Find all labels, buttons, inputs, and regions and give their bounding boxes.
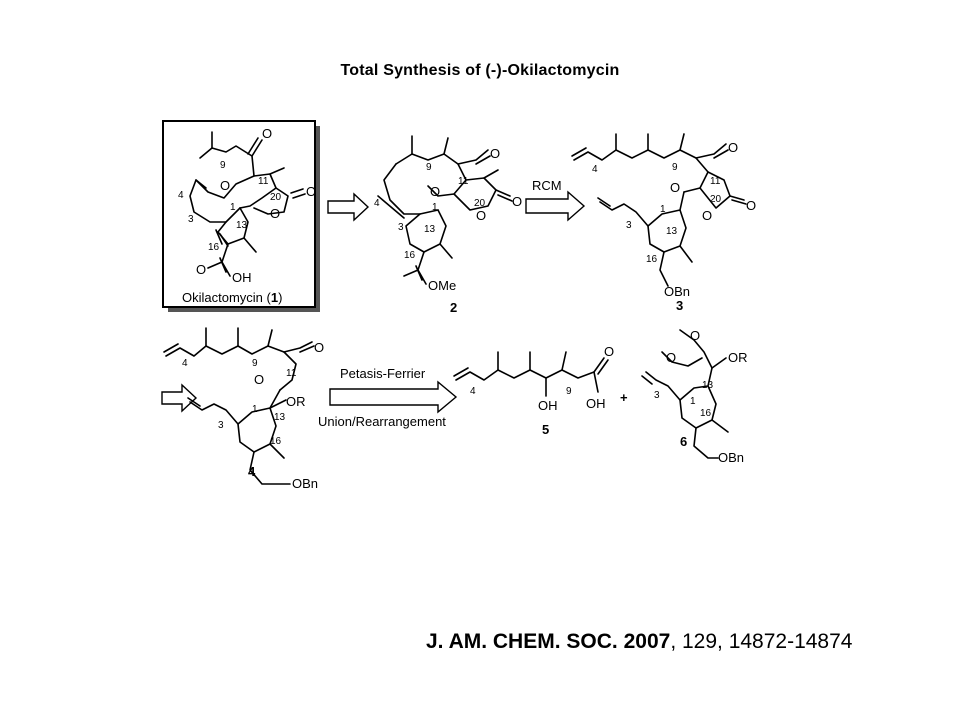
compound-6-atom-o-top: O [690, 328, 700, 343]
okilactomycin-structure: 9 11 20 4 3 1 13 16 O O O O O OH Okilact… [178, 126, 316, 305]
compound-4-atom-o-ketone: O [314, 340, 324, 355]
compound-5-atom-o: O [604, 344, 614, 359]
okilactomycin-atom-11: 11 [258, 176, 269, 187]
compound-5-structure: 4 9 OH OH O 5 [453, 344, 614, 437]
compound-3-atom-16: 16 [646, 254, 658, 265]
compound-3-number: 3 [676, 298, 683, 313]
compound-3-atom-11: 11 [710, 176, 721, 187]
compound-6-atom-3: 3 [654, 390, 660, 401]
okilactomycin-atom-o-ring: O [220, 178, 230, 193]
compound-3-atom-20: 20 [710, 194, 722, 205]
okilactomycin-atom-o-lactone: O [306, 184, 316, 199]
okilactomycin-atom-16: 16 [208, 242, 220, 253]
compound-4-atom-9: 9 [252, 358, 258, 369]
compound-4-number: 4 [248, 464, 256, 479]
compound-3-atom-o-lactone: O [746, 198, 756, 213]
compound-3-atom-13: 13 [666, 226, 678, 237]
compound-6-atom-13: 13 [702, 380, 714, 391]
compound-6-atom-obn: OBn [718, 450, 744, 465]
compound-4-atom-o-ring: O [254, 372, 264, 387]
compound-3-atom-3: 3 [626, 220, 632, 231]
okilactomycin-caption: Okilactomycin (1) [182, 290, 282, 305]
compound-4-atom-13: 13 [274, 412, 286, 423]
compound-3-atom-o-ketone: O [728, 140, 738, 155]
compound-4-atom-1: 1 [252, 404, 258, 415]
okilactomycin-atom-o-acid: O [196, 262, 206, 277]
okilactomycin-atom-20: 20 [270, 192, 282, 203]
retro-arrow-2 [161, 383, 198, 413]
compound-2-number: 2 [450, 300, 457, 315]
compound-3-atom-obn: OBn [664, 284, 690, 299]
compound-6-atom-or: OR [728, 350, 748, 365]
compound-2-atom-9: 9 [426, 162, 432, 173]
compound-4-atom-16: 16 [270, 436, 282, 447]
journal-reference: J. AM. CHEM. SOC. 2007, 129, 14872-14874 [426, 630, 852, 654]
okilactomycin-atom-3: 3 [188, 214, 194, 225]
compound-6-structure: O O OR 3 1 13 16 OBn 6 [641, 328, 748, 465]
petasis-ferrier-label: Petasis-Ferrier [340, 366, 426, 381]
retro-arrow-1 [327, 192, 370, 222]
compound-5-atom-9: 9 [566, 386, 572, 397]
rcm-arrow: RCM [525, 178, 586, 222]
compound-2-atom-ome: OMe [428, 278, 456, 293]
okilactomycin-atom-4: 4 [178, 190, 184, 201]
compound-3-atom-9: 9 [672, 162, 678, 173]
okilactomycin-atom-1: 1 [230, 202, 236, 213]
rcm-label: RCM [532, 178, 562, 193]
compound-3-atom-o-ring: O [670, 180, 680, 195]
compound-6-atom-1: 1 [690, 396, 696, 407]
okilactomycin-atom-o-ketone: O [262, 126, 272, 141]
compound-2-atom-4: 4 [374, 198, 380, 209]
okilactomycin-atom-o-bridge: O [270, 206, 280, 221]
compound-2-atom-13: 13 [424, 224, 436, 235]
compound-2-atom-1: 1 [432, 202, 438, 213]
compound-5-atom-oh-acid: OH [586, 396, 606, 411]
compound-4-atom-or: OR [286, 394, 306, 409]
compound-2-atom-o-bridge: O [476, 208, 486, 223]
compound-2-atom-11: 11 [458, 176, 469, 187]
compound-2-atom-16: 16 [404, 250, 416, 261]
okilactomycin-atom-13: 13 [236, 220, 248, 231]
reference-journal: J. AM. CHEM. SOC. [426, 630, 618, 653]
compound-3-structure: 4 9 11 20 3 1 13 16 O O O O OBn 3 [571, 133, 756, 313]
compound-4-structure: 4 9 11 3 1 13 16 O O OR OBn 4 [163, 327, 324, 491]
compound-6-number: 6 [680, 434, 687, 449]
slide-title: Total Synthesis of (-)-Okilactomycin [340, 62, 620, 79]
compound-5-atom-oh-alcohol: OH [538, 398, 558, 413]
compound-3-atom-1: 1 [660, 204, 666, 215]
compound-3-atom-4: 4 [592, 164, 598, 175]
reference-year: 2007 [623, 630, 671, 653]
petasis-ferrier-arrow: Petasis-Ferrier Union/Rearrangement [318, 366, 458, 429]
okilactomycin-atom-oh: OH [232, 270, 252, 285]
reference-volume-pages: , 129, 14872-14874 [670, 630, 853, 653]
okilactomycin-atom-9: 9 [220, 160, 226, 171]
compound-2-atom-o-ketone: O [490, 146, 500, 161]
compound-4-atom-4: 4 [182, 358, 188, 369]
okilactomycin-box [162, 120, 320, 312]
compound-2-atom-o-ring: O [430, 184, 440, 199]
compound-2-structure: 9 11 20 4 3 1 13 16 O O O O OMe 2 [374, 135, 522, 315]
union-rearrangement-label: Union/Rearrangement [318, 414, 446, 429]
compound-3-atom-o-bridge: O [702, 208, 712, 223]
compound-4-atom-obn: OBn [292, 476, 318, 491]
compound-2-atom-3: 3 [398, 222, 404, 233]
compound-2-atom-20: 20 [474, 198, 486, 209]
compound-4-atom-11: 11 [286, 368, 297, 379]
compound-6-atom-o-left: O [666, 350, 676, 365]
compound-2-atom-o-lactone: O [512, 194, 522, 209]
plus-sign: + [620, 390, 628, 405]
compound-4-atom-3: 3 [218, 420, 224, 431]
compound-5-atom-4: 4 [470, 386, 476, 397]
compound-6-atom-16: 16 [700, 408, 712, 419]
compound-5-number: 5 [542, 422, 549, 437]
